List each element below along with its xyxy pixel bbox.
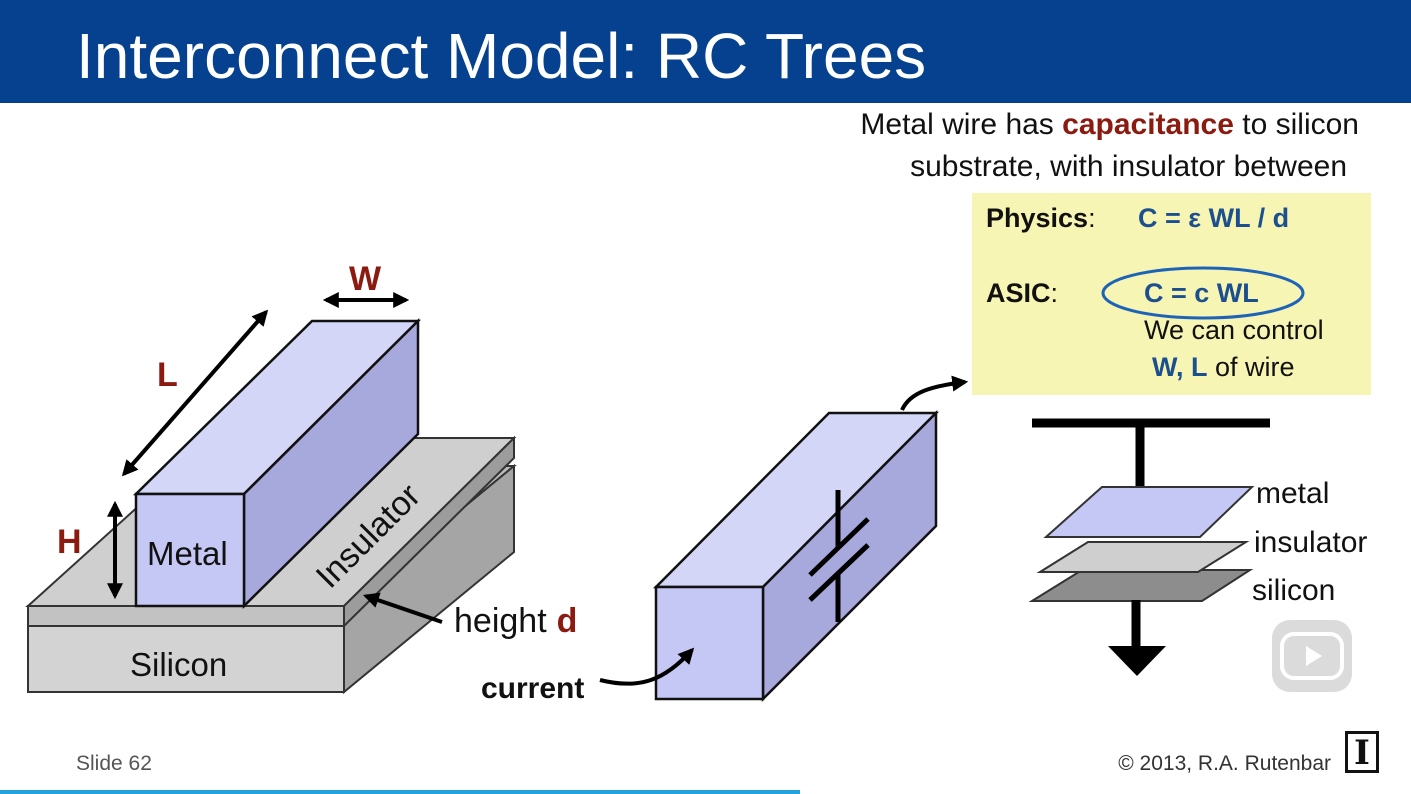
capacitance-emphasis: capacitance <box>1062 108 1234 141</box>
h-label: H <box>57 523 82 561</box>
video-progress-bar[interactable] <box>0 790 800 794</box>
logo-letter: I <box>1354 733 1370 773</box>
university-logo: I <box>1345 731 1379 773</box>
l-dimension-arrow <box>121 309 269 477</box>
control-note-line-2: W, L of wire <box>1152 352 1295 383</box>
metal-front <box>134 492 246 608</box>
title-bar: Interconnect Model: RC Trees <box>0 0 1411 103</box>
l-label: L <box>157 356 178 394</box>
formula-box: Physics: C = ε WL / d ASIC: C = c WL We … <box>972 193 1371 395</box>
current-arrow <box>599 647 695 686</box>
intro-text: Metal wire has <box>860 108 1063 141</box>
intro-line-2: substrate, with insulator between <box>910 150 1347 183</box>
callout-arrow <box>900 375 969 411</box>
play-icon <box>1280 632 1344 680</box>
ground-arrow <box>1108 646 1166 676</box>
height-pointer-arrow <box>362 592 443 624</box>
control-note-line-1: We can control <box>1144 315 1324 345</box>
wl-emphasis: W, L <box>1152 352 1208 382</box>
asic-label-text: ASIC <box>986 278 1051 308</box>
height-word: height <box>454 602 547 640</box>
silicon-label: Silicon <box>130 646 227 683</box>
physics-label-text: Physics <box>986 203 1089 233</box>
physics-formula: C = ε WL / d <box>1138 203 1290 233</box>
physics-label: Physics: <box>986 203 1096 233</box>
wire-front <box>654 585 765 701</box>
slide-title: Interconnect Model: RC Trees <box>76 20 927 92</box>
intro-line-1: Metal wire has capacitance to silicon <box>860 108 1359 142</box>
w-label: W <box>349 260 382 298</box>
insulator-layer-label: insulator <box>1254 526 1367 559</box>
silicon-layer-label: silicon <box>1252 574 1335 607</box>
play-button[interactable] <box>1272 620 1352 692</box>
d-label: d <box>557 602 578 640</box>
current-label: current <box>481 672 584 705</box>
metal-plate <box>1043 486 1255 538</box>
asic-formula: C = c WL <box>1144 278 1259 308</box>
capacitor-plate-bottom <box>808 543 870 602</box>
silicon-plate <box>1028 569 1254 602</box>
copyright: © 2013, R.A. Rutenbar <box>1118 752 1331 775</box>
insulator-plate <box>1036 541 1250 573</box>
insulator-front <box>27 605 345 627</box>
wire-capacitor-diagram: current <box>481 375 969 705</box>
plate-capacitor-diagram: metal insulator silicon <box>1028 418 1367 676</box>
asic-label: ASIC: <box>986 278 1059 308</box>
intro-text-end: to silicon <box>1233 108 1359 141</box>
asic-formula-highlight <box>1101 266 1305 320</box>
slide-number: Slide 62 <box>76 752 152 775</box>
metal-layer-label: metal <box>1256 477 1329 510</box>
metal-label: Metal <box>147 535 228 572</box>
control-note-rest: of wire <box>1207 352 1295 382</box>
insulator-side <box>343 435 515 629</box>
